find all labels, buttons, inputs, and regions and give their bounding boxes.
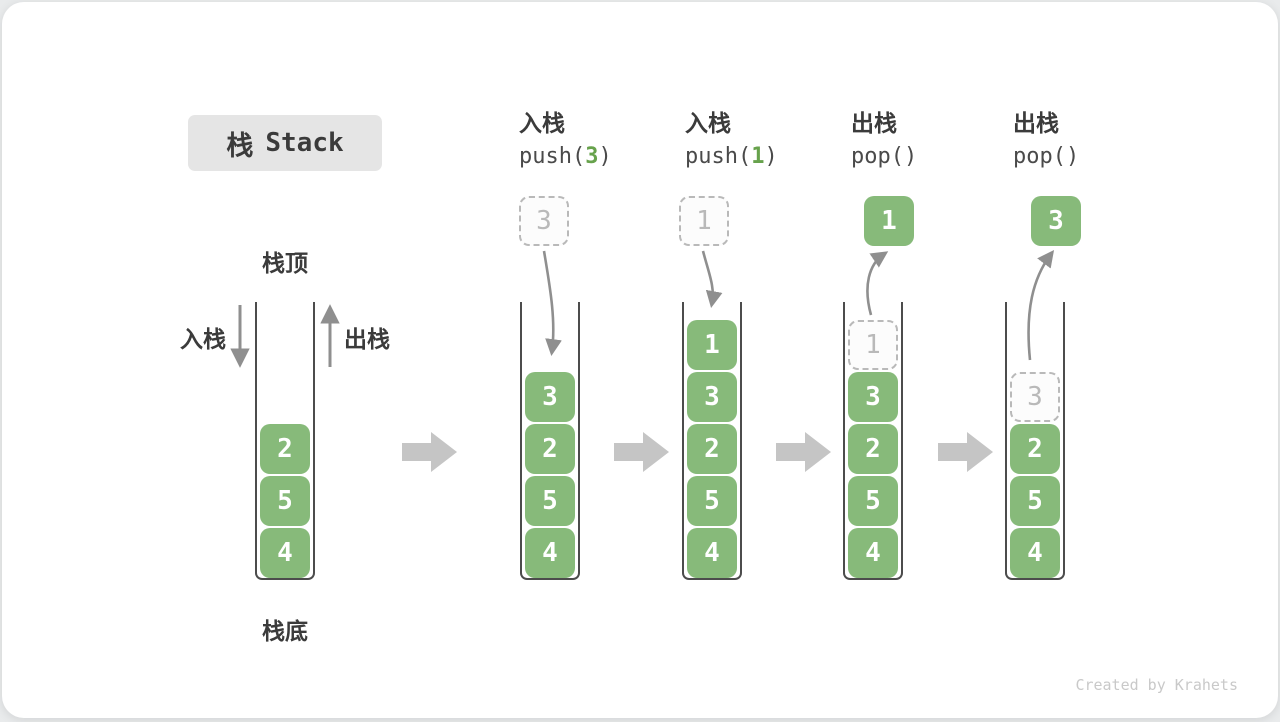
- title-zh: 栈: [226, 130, 254, 161]
- stack-block: 5: [260, 476, 310, 526]
- stack-block: 2: [1010, 424, 1060, 474]
- operation-label-push-1: 入栈 push(1): [685, 106, 855, 174]
- code-pre: pop(): [851, 144, 918, 169]
- code-post: ): [764, 144, 778, 169]
- stack-block: 4: [848, 528, 898, 578]
- code-post: ): [598, 144, 612, 169]
- operation-name: 入栈: [519, 110, 565, 136]
- stack-well-3: 1 3 2 5 4: [682, 302, 742, 580]
- operation-name: 出栈: [851, 110, 897, 136]
- stack-top-label: 栈顶: [262, 250, 308, 276]
- stack-well-4: 1 3 2 5 4: [843, 302, 903, 580]
- stack-block: 3: [525, 372, 575, 422]
- popped-value-box-3: 3: [1031, 196, 1081, 246]
- operation-name: 入栈: [685, 110, 731, 136]
- code-arg: 1: [751, 144, 765, 169]
- stack-block: 4: [525, 528, 575, 578]
- right-block-arrow-icon: [402, 432, 457, 472]
- code-arg: 3: [585, 144, 599, 169]
- stack-block: 5: [848, 476, 898, 526]
- stack-block: 3: [687, 372, 737, 422]
- operation-label-push-3: 入栈 push(3): [519, 106, 689, 174]
- title-badge: 栈 Stack: [188, 115, 382, 171]
- operation-code: pop(): [1013, 140, 1183, 174]
- pushed-value-box-1: 1: [679, 196, 729, 246]
- operation-code: pop(): [851, 140, 1021, 174]
- stack-block: 2: [687, 424, 737, 474]
- curved-down-arrow-icon: [701, 250, 723, 308]
- stack-block: 5: [687, 476, 737, 526]
- stack-block: 2: [525, 424, 575, 474]
- operation-code: push(3): [519, 140, 689, 174]
- code-pre: push(: [685, 144, 752, 169]
- stack-bottom-label: 栈底: [262, 618, 308, 644]
- stack-well-5: 3 2 5 4: [1005, 302, 1065, 580]
- right-block-arrow-icon: [776, 432, 831, 472]
- stack-block: 4: [260, 528, 310, 578]
- stack-ghost-block: 1: [848, 320, 898, 370]
- operation-label-pop-1: 出栈 pop(): [851, 106, 1021, 174]
- stack-block: 1: [687, 320, 737, 370]
- watermark: Created by Krahets: [1075, 676, 1238, 694]
- popped-value-box-1: 1: [864, 196, 914, 246]
- stack-block: 3: [848, 372, 898, 422]
- pop-direction-label: 出栈: [344, 326, 390, 352]
- right-block-arrow-icon: [614, 432, 669, 472]
- push-direction-label: 入栈: [180, 326, 226, 352]
- stack-well-2: 3 2 5 4: [520, 302, 580, 580]
- pushed-value-box-3: 3: [519, 196, 569, 246]
- right-block-arrow-icon: [938, 432, 993, 472]
- operation-name: 出栈: [1013, 110, 1059, 136]
- stack-block: 5: [525, 476, 575, 526]
- operation-code: push(1): [685, 140, 855, 174]
- operation-label-pop-2: 出栈 pop(): [1013, 106, 1183, 174]
- stack-well-1: 2 5 4: [255, 302, 315, 580]
- stack-block: 2: [260, 424, 310, 474]
- title-en: Stack: [265, 128, 344, 158]
- code-pre: push(: [519, 144, 586, 169]
- stack-block: 4: [687, 528, 737, 578]
- stack-block: 5: [1010, 476, 1060, 526]
- stack-block: 4: [1010, 528, 1060, 578]
- code-pre: pop(): [1013, 144, 1080, 169]
- stack-block: 2: [848, 424, 898, 474]
- stack-ghost-block: 3: [1010, 372, 1060, 422]
